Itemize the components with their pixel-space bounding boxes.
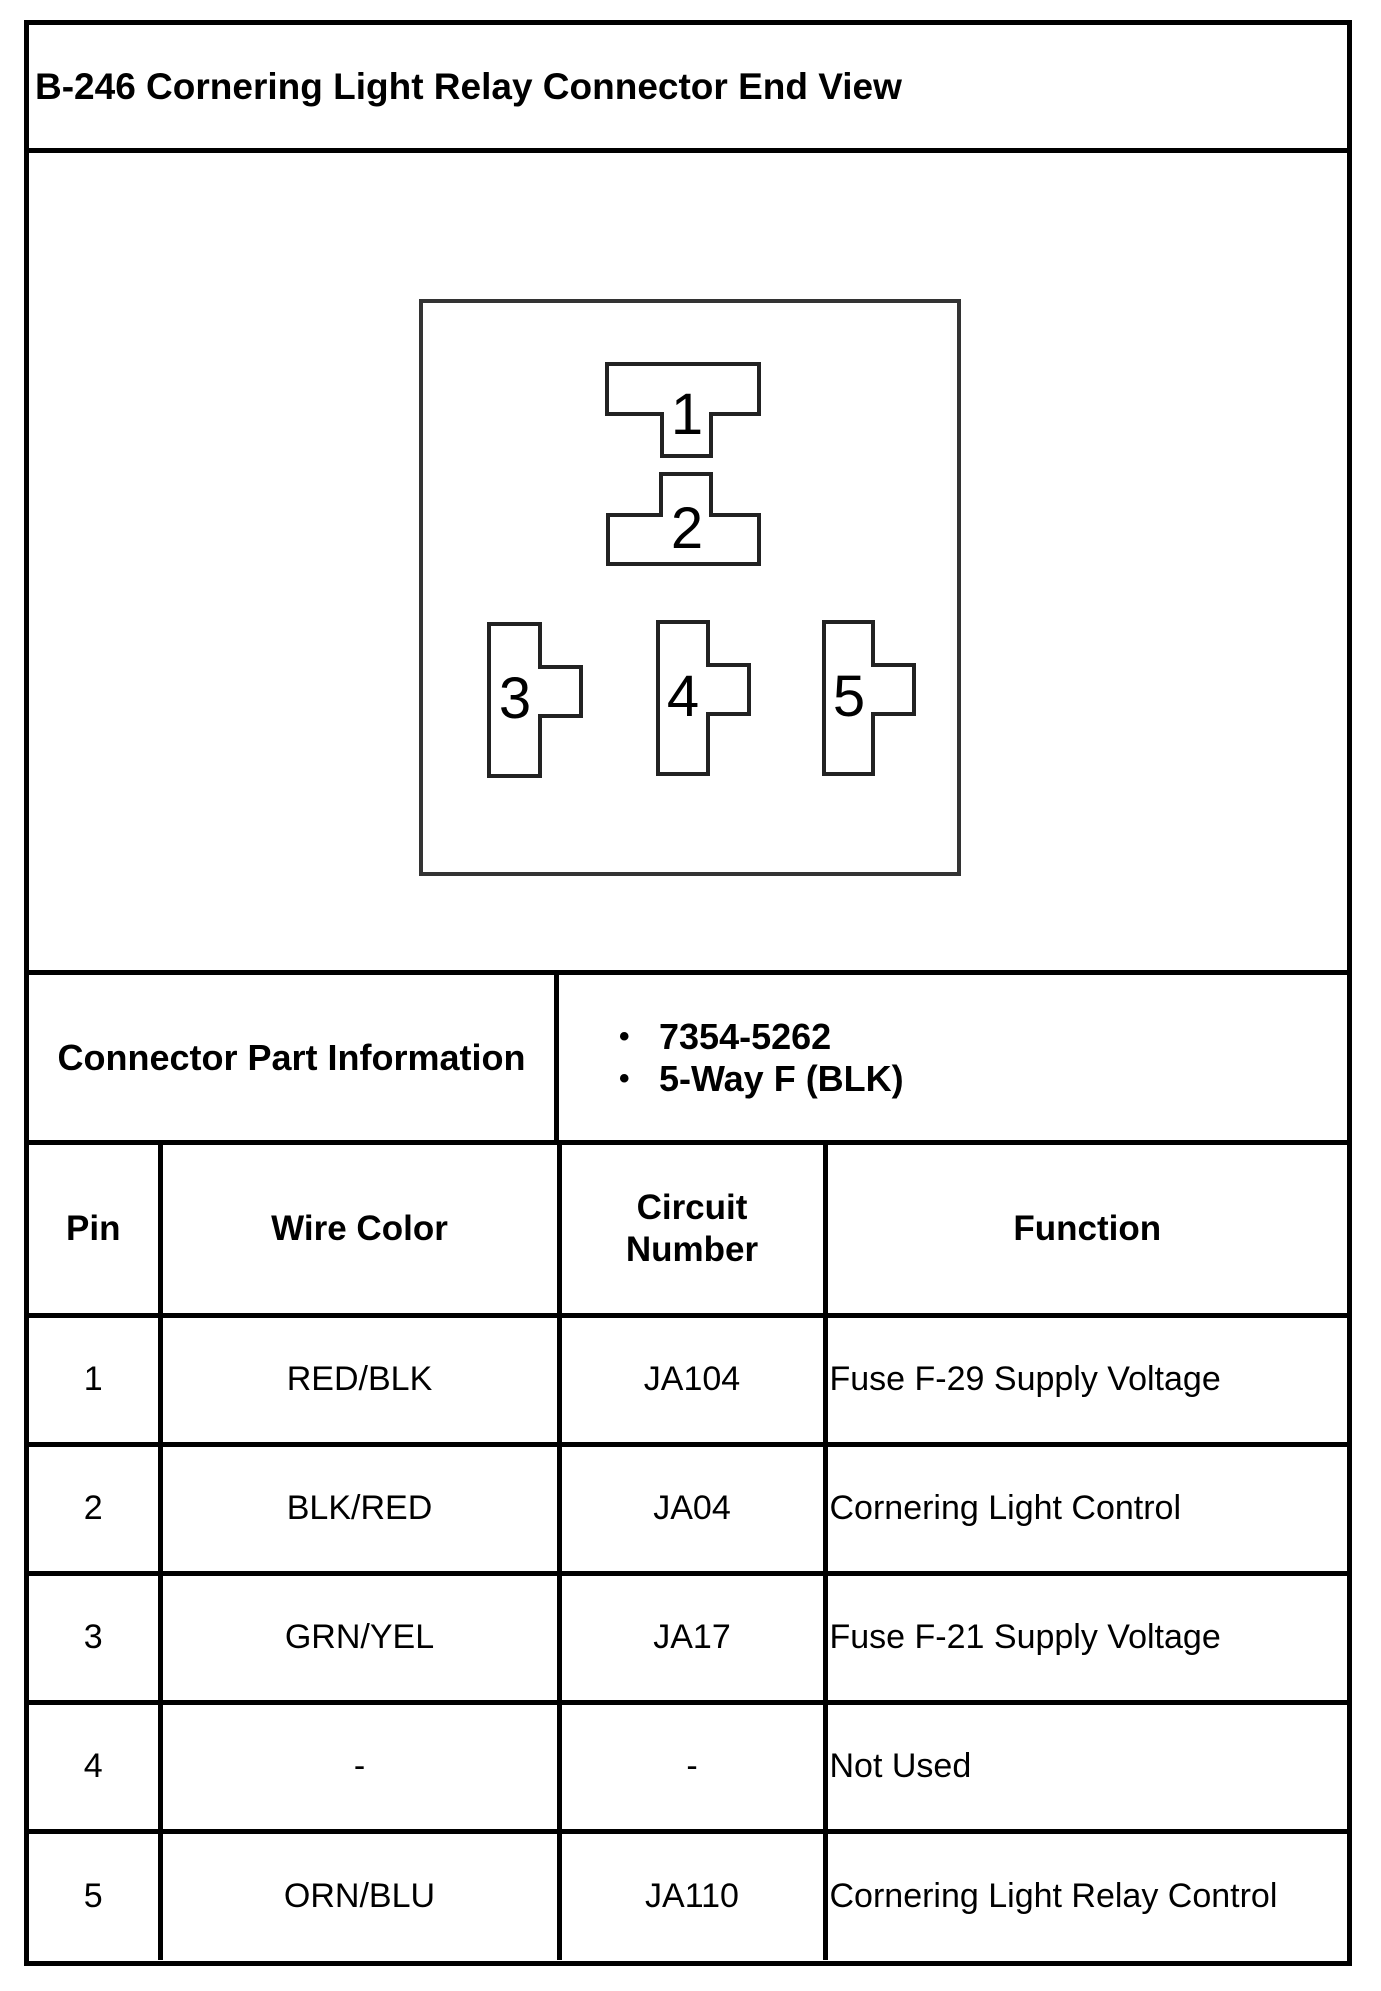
wire-color-cell: -	[157, 1699, 562, 1834]
header-pin: Pin	[29, 1145, 163, 1318]
function-cell: Fuse F-21 Supply Voltage	[822, 1570, 1347, 1705]
circuit-cell: JA104	[556, 1312, 828, 1447]
page-title: B-246 Cornering Light Relay Connector En…	[35, 65, 902, 107]
pin-4-label: 4	[667, 664, 699, 729]
connector-sheet: B-246 Cornering Light Relay Connector En…	[24, 20, 1352, 1966]
wire-color-cell: RED/BLK	[157, 1312, 562, 1447]
table-row: 3 GRN/YEL JA17 Fuse F-21 Supply Voltage	[29, 1570, 1347, 1705]
terminal-pin-5: 5	[822, 620, 916, 776]
wire-color-cell: ORN/BLU	[157, 1828, 562, 1960]
terminal-pin-2: 2	[606, 472, 761, 566]
terminal-pin-1: 1	[605, 362, 761, 458]
connector-diagram-area: 1 2 3 4 5	[29, 153, 1347, 975]
wire-color-cell: BLK/RED	[157, 1441, 562, 1576]
table-row: 5 ORN/BLU JA110 Cornering Light Relay Co…	[29, 1828, 1347, 1960]
part-info-label: Connector Part Information	[29, 975, 559, 1140]
circuit-cell: JA04	[556, 1441, 828, 1576]
wire-color-cell: GRN/YEL	[157, 1570, 562, 1705]
pin-2-label: 2	[671, 496, 703, 561]
table-row: 2 BLK/RED JA04 Cornering Light Control	[29, 1441, 1347, 1576]
circuit-cell: JA17	[556, 1570, 828, 1705]
pin-5-label: 5	[833, 664, 865, 729]
circuit-cell: -	[556, 1699, 828, 1834]
pin-cell: 5	[29, 1828, 163, 1960]
table-row: 4 - - Not Used	[29, 1699, 1347, 1834]
terminal-pin-3: 3	[487, 622, 583, 778]
part-number: 7354-5262	[659, 1015, 832, 1057]
pin-cell: 2	[29, 1441, 163, 1576]
circuit-cell: JA110	[556, 1828, 828, 1960]
connector-part-information-row: Connector Part Information • 7354-5262 • 5…	[29, 975, 1347, 1145]
part-info-values: • 7354-5262 • 5-Way F (BLK)	[559, 975, 1347, 1140]
connector-end-view-diagram: 1 2 3 4 5	[419, 299, 961, 876]
pin-cell: 3	[29, 1570, 163, 1705]
terminal-pin-4: 4	[656, 620, 751, 776]
function-cell: Cornering Light Control	[822, 1441, 1347, 1576]
function-cell: Fuse F-29 Supply Voltage	[822, 1312, 1347, 1447]
part-info-item: • 7354-5262	[619, 1015, 904, 1058]
pin-cell: 1	[29, 1312, 163, 1447]
function-cell: Not Used	[822, 1699, 1347, 1834]
header-wire-color: Wire Color	[157, 1145, 562, 1318]
part-info-item: • 5-Way F (BLK)	[619, 1057, 904, 1100]
connector-type: 5-Way F (BLK)	[659, 1057, 904, 1099]
pin-cell: 4	[29, 1699, 163, 1834]
bullet-icon: •	[619, 1019, 630, 1053]
title-row: B-246 Cornering Light Relay Connector En…	[29, 25, 1347, 153]
part-info-list: • 7354-5262 • 5-Way F (BLK)	[559, 1016, 904, 1100]
header-function: Function	[822, 1145, 1347, 1318]
pin-3-label: 3	[499, 666, 531, 731]
pin-1-label: 1	[671, 382, 703, 447]
table-row: 1 RED/BLK JA104 Fuse F-29 Supply Voltage	[29, 1312, 1347, 1447]
function-cell: Cornering Light Relay Control	[822, 1828, 1347, 1960]
bullet-icon: •	[619, 1061, 630, 1095]
